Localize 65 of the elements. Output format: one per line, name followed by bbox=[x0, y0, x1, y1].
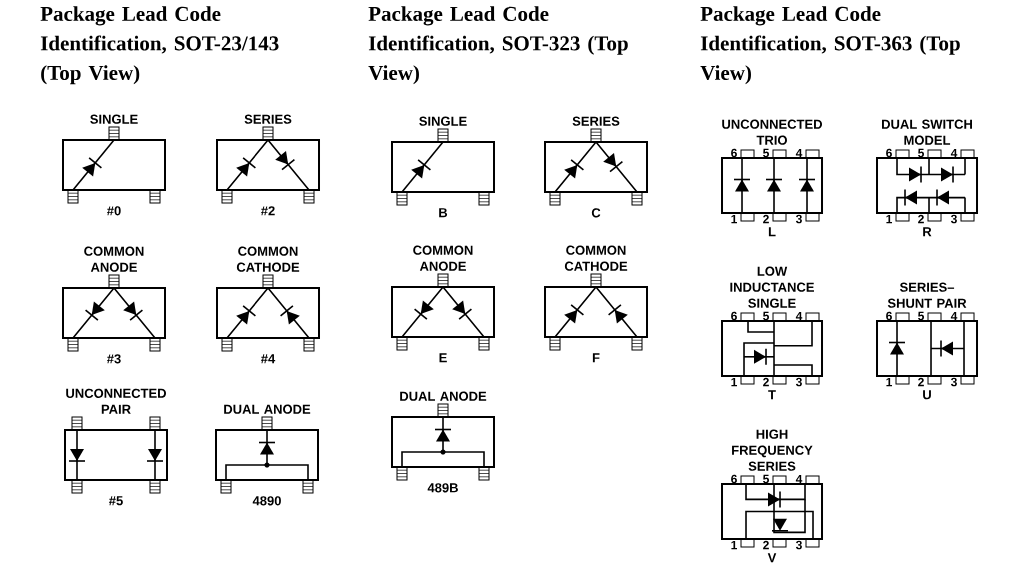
package-name: SERIES– SHUNT PAIR bbox=[887, 282, 967, 308]
pin-number: 5 bbox=[918, 311, 924, 321]
package-name: COMMON ANODE bbox=[413, 245, 473, 271]
package-name: SERIES bbox=[244, 114, 292, 124]
package-name: SINGLE bbox=[90, 114, 138, 124]
pin-number: 3 bbox=[950, 214, 957, 224]
pin-number: 6 bbox=[886, 311, 892, 321]
lead-code: B bbox=[439, 208, 448, 218]
section-heading: Package Lead Code Identification, SOT-323 (Top View) bbox=[368, 6, 628, 85]
pin-number: 5 bbox=[763, 474, 769, 484]
package-name: DUAL ANODE bbox=[224, 404, 311, 414]
pin-number: 3 bbox=[795, 540, 802, 550]
pin-number: 4 bbox=[950, 311, 958, 321]
pin-number: 3 bbox=[795, 214, 802, 224]
lead-code: T bbox=[768, 390, 776, 400]
pin-number: 2 bbox=[763, 214, 769, 224]
pin-number: 3 bbox=[950, 377, 957, 387]
lead-code: #2 bbox=[261, 206, 275, 216]
lead-code: L bbox=[768, 227, 776, 237]
pin-number: 6 bbox=[731, 148, 737, 158]
lead-code: #4 bbox=[261, 354, 276, 364]
pin-number: 4 bbox=[795, 474, 803, 484]
pin-number: 6 bbox=[731, 311, 737, 321]
pin-number: 4 bbox=[950, 148, 958, 158]
pin-number: 1 bbox=[731, 540, 737, 550]
lead-code: #5 bbox=[109, 496, 123, 506]
pin-number: 2 bbox=[918, 214, 924, 224]
pin-number: 4 bbox=[795, 148, 803, 158]
lead-code: #0 bbox=[107, 206, 121, 216]
pin-number: 2 bbox=[763, 540, 769, 550]
pin-number: 1 bbox=[731, 214, 737, 224]
pin-number: 4 bbox=[795, 311, 803, 321]
lead-code: #3 bbox=[107, 354, 121, 364]
pin-number: 6 bbox=[731, 474, 737, 484]
lead-code: U bbox=[923, 390, 931, 400]
package-name: SINGLE bbox=[419, 116, 467, 126]
pin-number: 3 bbox=[795, 377, 802, 387]
package-name: COMMON CATHODE bbox=[564, 245, 628, 271]
lead-code: C bbox=[591, 208, 601, 218]
pin-number: 2 bbox=[918, 377, 924, 387]
section-heading: Package Lead Code Identification, SOT-23/143 (Top View) bbox=[40, 6, 279, 85]
package-name: SERIES bbox=[572, 116, 620, 126]
pin-number: 1 bbox=[731, 377, 737, 387]
lead-code: E bbox=[439, 353, 447, 363]
pin-number: 5 bbox=[763, 311, 769, 321]
pin-number: 6 bbox=[886, 148, 892, 158]
package-name: LOW INDUCTANCE SINGLE bbox=[730, 266, 814, 308]
pin-number: 5 bbox=[763, 148, 769, 158]
lead-code: 4890 bbox=[252, 496, 281, 506]
pin-number: 5 bbox=[918, 148, 924, 158]
package-name: COMMON ANODE bbox=[84, 246, 144, 272]
pin-number: 2 bbox=[763, 377, 769, 387]
package-name: COMMON CATHODE bbox=[236, 246, 300, 272]
lead-code: 489B bbox=[427, 483, 458, 493]
package-name: UNCONNECTED TRIO bbox=[722, 119, 822, 145]
package-name: UNCONNECTED PAIR bbox=[66, 388, 166, 414]
package-name: DUAL ANODE bbox=[400, 391, 487, 401]
section-heading: Package Lead Code Identification, SOT-363 (Top View) bbox=[700, 6, 960, 85]
pin-number: 1 bbox=[886, 377, 892, 387]
lead-code: V bbox=[767, 553, 777, 563]
package-name: DUAL SWITCH MODEL bbox=[882, 119, 972, 145]
lead-code: R bbox=[923, 227, 932, 237]
lead-code: F bbox=[592, 353, 600, 363]
pin-number: 1 bbox=[886, 214, 892, 224]
package-name: HIGH FREQUENCY SERIES bbox=[732, 429, 813, 471]
